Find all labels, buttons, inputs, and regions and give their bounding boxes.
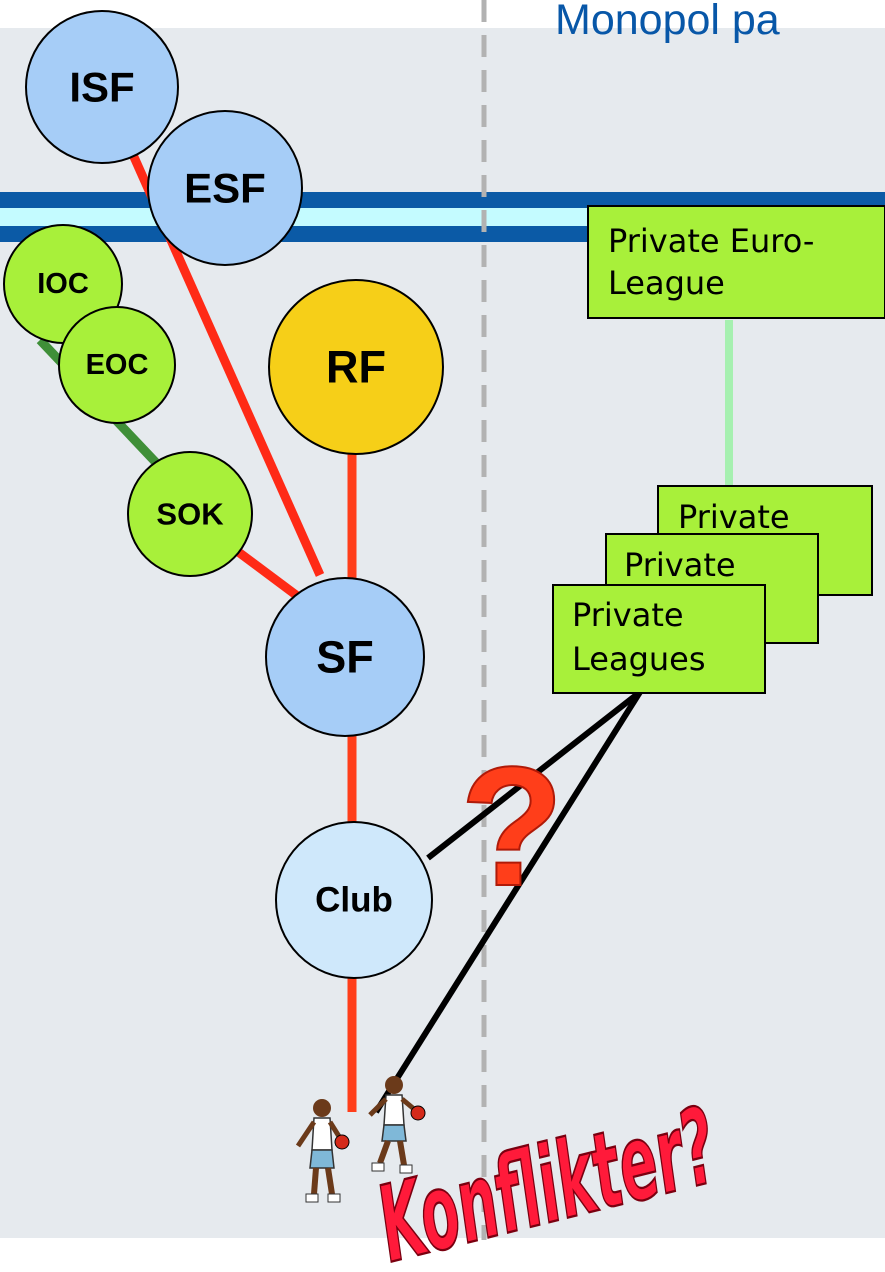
node-rf-label: RF — [326, 342, 386, 393]
page-title: Monopol pa — [555, 0, 780, 44]
node-club-label: Club — [315, 881, 393, 920]
box-private-front-line1: Private — [572, 596, 684, 634]
edge-player-privateleagues — [373, 690, 643, 1114]
box-euro-line1: Private Euro- — [608, 222, 814, 260]
edge-club-privateleagues — [426, 689, 642, 861]
node-eoc: EOC — [58, 306, 176, 424]
node-club: Club — [275, 821, 433, 979]
box-euro-line2: League — [608, 264, 725, 302]
box-private-mid-label: Private — [624, 546, 736, 584]
node-sf: SF — [265, 577, 425, 737]
question-mark: ? — [460, 732, 564, 922]
node-sf-label: SF — [316, 632, 374, 683]
node-isf-label: ISF — [69, 64, 134, 111]
basketball-player-icon — [295, 1099, 350, 1203]
box-private-front-line2: Leagues — [572, 640, 706, 678]
node-esf: ESF — [147, 110, 303, 266]
node-sok: SOK — [127, 451, 253, 577]
box-private-back-label: Private — [678, 498, 790, 536]
node-eoc-label: EOC — [86, 349, 149, 381]
node-rf: RF — [268, 279, 444, 455]
node-sok-label: SOK — [156, 497, 224, 532]
node-isf: ISF — [25, 10, 179, 164]
basketball-player-icon — [368, 1076, 426, 1174]
edge-sok-sf — [230, 544, 303, 602]
node-ioc-label: IOC — [37, 268, 89, 300]
box-private-euro-league: Private Euro- League — [587, 205, 885, 319]
box-private-leagues: Private Leagues — [552, 584, 766, 694]
node-esf-label: ESF — [184, 165, 266, 212]
